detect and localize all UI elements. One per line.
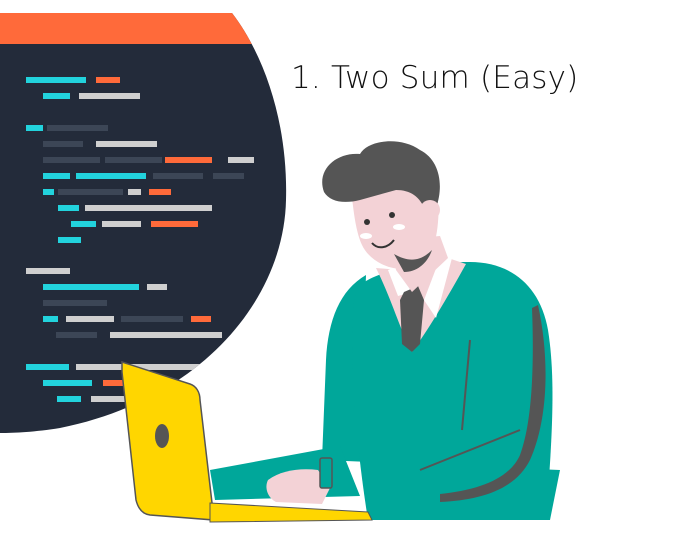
code-token-bar [191,316,211,322]
code-token-bar [43,284,139,290]
code-token-bar [43,173,70,179]
tie [400,286,424,352]
code-token-bar [151,221,198,227]
code-token-bar [91,396,131,402]
code-token-bar [43,141,83,147]
code-token-bar [228,157,254,163]
code-token-bar [147,284,167,290]
code-token-bar [85,205,212,211]
right-cheek [393,224,405,230]
code-token-bar [76,173,146,179]
code-token-bar [57,396,81,402]
code-token-bar [26,125,43,131]
code-token-bar [58,237,81,243]
arm-outline [419,429,521,471]
code-token-bar [43,380,92,386]
code-token-bar [149,189,171,195]
ear [420,200,440,220]
code-token-bar [71,221,96,227]
code-token-bar [58,189,123,195]
left-cheek [360,233,372,239]
shirt-collar-white-right [424,258,452,318]
developer-figure [121,141,560,523]
code-token-bar [105,157,162,163]
code-token-bar [43,189,54,195]
code-token-bar [43,157,100,163]
code-panel-header [0,13,287,44]
code-token-bar [153,173,203,179]
sweater-shadow [440,305,546,502]
code-token-bar [213,173,244,179]
laptop-logo-icon [155,424,169,448]
code-token-bar [26,268,70,274]
code-token-bar [43,316,58,322]
hand [266,469,330,504]
code-token-bar [56,332,97,338]
code-token-bar [128,189,141,195]
page-title: 1. Two Sum (Easy) [291,60,579,96]
code-token-bar [96,77,120,83]
hair [322,141,440,212]
code-token-bar [165,157,212,163]
right-eye [389,212,395,218]
code-token-bar [121,316,183,322]
code-token-bar [66,316,114,322]
code-lines [26,77,254,402]
code-token-bar [26,77,86,83]
code-token-bar [79,93,140,99]
wristwatch-icon [319,457,333,489]
sweater-torso [352,262,553,520]
chin-shadow [394,250,432,272]
code-token-bar [43,300,107,306]
code-token-bar [96,141,157,147]
left-eye [364,219,370,225]
laptop-base [209,502,373,523]
code-token-bar [26,364,69,370]
code-token-bar [102,221,141,227]
code-token-bar [103,380,128,386]
smile [371,239,395,249]
code-token-bar [43,93,70,99]
code-token-bar [58,205,79,211]
code-token-bar [47,125,108,131]
sweater-fold [461,339,471,431]
code-token-bar [110,332,222,338]
